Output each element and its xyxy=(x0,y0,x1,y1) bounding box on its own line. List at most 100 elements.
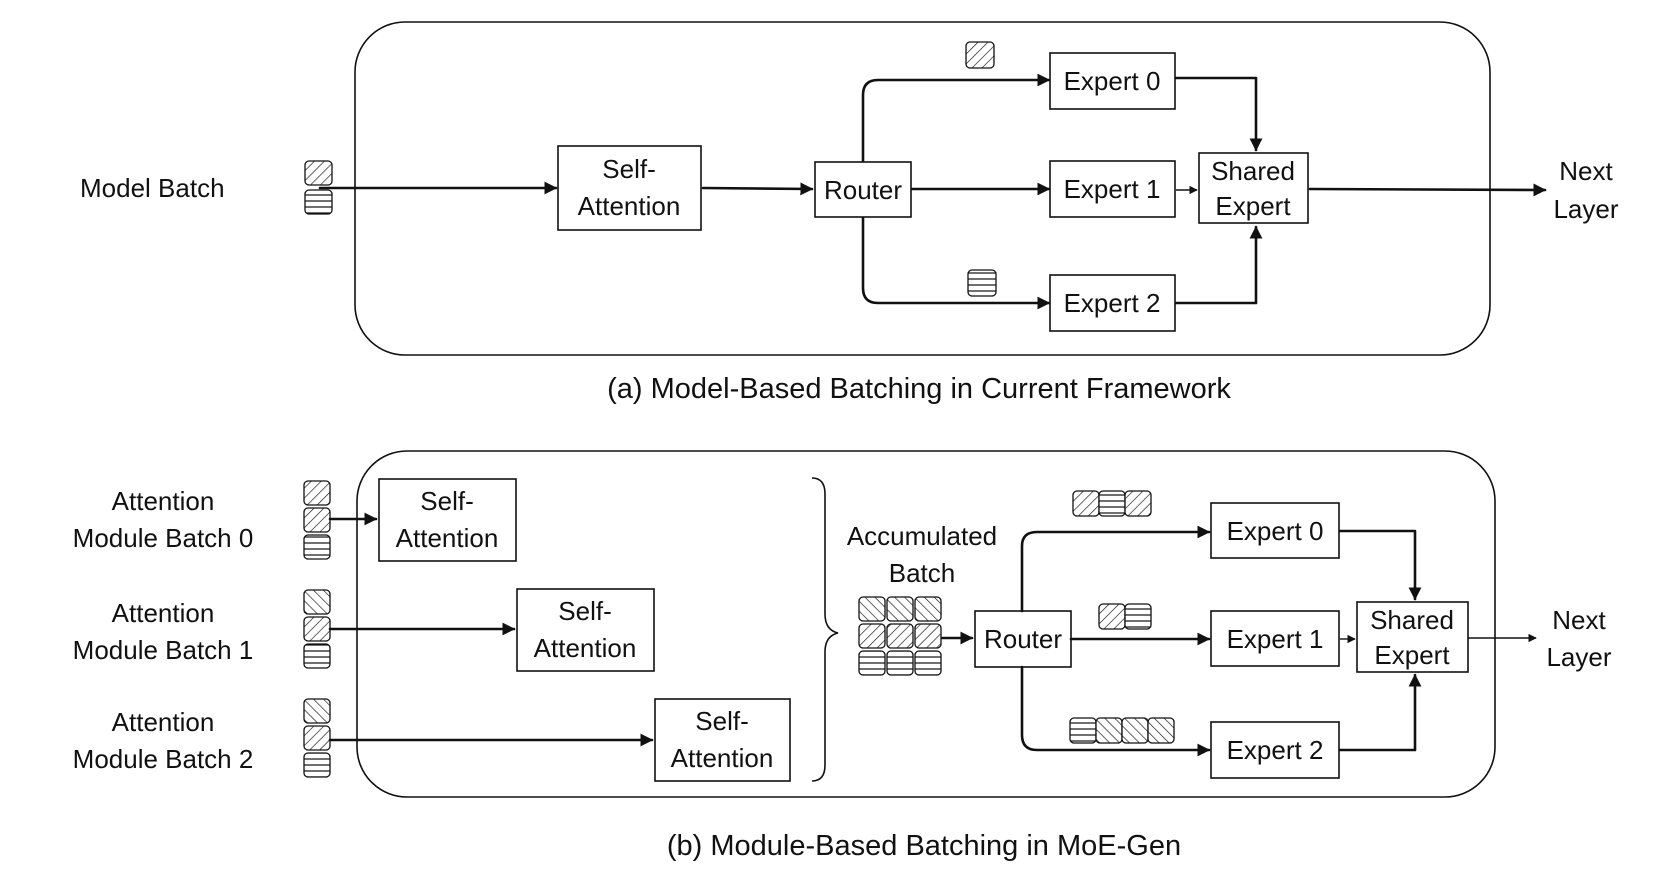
token-routed-expert0 xyxy=(965,41,995,69)
token-hatched xyxy=(1072,490,1100,517)
token-back-hatched xyxy=(1121,717,1149,744)
token-striped xyxy=(886,650,914,676)
batch0-label-line1: Attention xyxy=(112,486,215,516)
arrow-expert2-to-shared xyxy=(1174,225,1263,305)
token-striped xyxy=(303,534,331,560)
router-label: Router xyxy=(824,175,902,205)
token-hatched xyxy=(303,725,331,751)
self-attention-2-line2: Attention xyxy=(671,743,774,773)
router-label-b: Router xyxy=(984,624,1062,654)
token-hatched xyxy=(303,480,331,506)
panel-b-caption: (b) Module-Based Batching in MoE-Gen xyxy=(667,830,1181,862)
expert1-box xyxy=(1049,160,1176,218)
self-attention-label-line1: Self- xyxy=(602,154,655,184)
token-back-hatched xyxy=(303,589,331,615)
token-back-hatched xyxy=(303,698,331,724)
shared-expert-label-line1: Shared xyxy=(1211,156,1295,186)
self-attention-box-1 xyxy=(516,588,655,672)
token-hatched xyxy=(1098,603,1126,630)
expert0-label: Expert 0 xyxy=(1064,66,1161,96)
next-layer-label-line2: Layer xyxy=(1553,194,1618,224)
next-layer-b-line1: Next xyxy=(1552,605,1606,635)
shared-expert-box-b xyxy=(1356,601,1469,673)
batch2-label-line1: Attention xyxy=(112,707,215,737)
arrow-router-to-expert2 xyxy=(861,215,1051,310)
panel-a: Model Batch Self- Attention Router Exper… xyxy=(80,21,1619,405)
router-box xyxy=(814,161,912,218)
self-attention-2-line1: Self- xyxy=(695,706,748,736)
shared-expert-label-line2: Expert xyxy=(1215,191,1291,221)
arrow-expert0-to-shared xyxy=(1174,76,1263,152)
arrow-shared-to-next-layer xyxy=(1308,183,1547,197)
token-hatched xyxy=(303,616,331,642)
batch2-tokens xyxy=(303,698,331,778)
self-attention-1-line2: Attention xyxy=(534,633,637,663)
accumulated-batch-tokens xyxy=(858,596,942,676)
token-hatched xyxy=(886,623,914,649)
self-attention-box-2 xyxy=(654,698,791,782)
batch0-tokens xyxy=(303,480,331,560)
next-layer-label-line1: Next xyxy=(1559,156,1613,186)
batch1-tokens xyxy=(303,589,331,669)
token-back-hatched xyxy=(914,596,942,622)
self-attention-box-0 xyxy=(378,478,517,562)
batch0-label-line2: Module Batch 0 xyxy=(73,523,254,553)
expert2-label-b: Expert 2 xyxy=(1227,735,1324,765)
expert2-label: Expert 2 xyxy=(1064,288,1161,318)
token-hatched xyxy=(1124,490,1152,517)
token-striped xyxy=(303,643,331,669)
expert2-box-b xyxy=(1210,721,1340,779)
tokens-to-expert0 xyxy=(1072,490,1152,517)
token-back-hatched xyxy=(886,596,914,622)
arrow-expert0-to-shared-b xyxy=(1338,529,1422,601)
model-batch-tokens xyxy=(304,160,333,215)
token-striped xyxy=(858,650,886,676)
arrow-expert2-to-shared-b xyxy=(1338,673,1422,752)
expert0-box xyxy=(1049,52,1176,110)
token-striped xyxy=(303,752,331,778)
token-hatched xyxy=(914,623,942,649)
accumulated-batch-label-line1: Accumulated xyxy=(847,521,997,551)
self-attention-0-line2: Attention xyxy=(396,523,499,553)
expert0-box-b xyxy=(1210,502,1340,559)
token-hatched xyxy=(304,160,333,186)
token-back-hatched xyxy=(1095,717,1123,744)
accumulate-brace xyxy=(811,477,839,782)
arrow-attention-to-router xyxy=(701,182,814,196)
model-batch-label: Model Batch xyxy=(80,173,225,203)
token-striped xyxy=(914,650,942,676)
token-striped xyxy=(1098,490,1126,517)
panel-b: Attention Module Batch 0 Attention Modul… xyxy=(73,450,1612,862)
token-striped xyxy=(1069,717,1097,744)
token-back-hatched xyxy=(858,596,886,622)
self-attention-box xyxy=(557,145,702,231)
accumulated-batch-label-line2: Batch xyxy=(889,558,956,588)
arrow-router-to-expert2-b xyxy=(1020,665,1211,757)
token-routed-expert2 xyxy=(967,269,997,297)
shared-expert-box xyxy=(1198,152,1309,224)
batch2-label-line2: Module Batch 2 xyxy=(73,744,254,774)
self-attention-label-line2: Attention xyxy=(578,191,681,221)
arrow-router-to-expert0-b xyxy=(1020,525,1211,613)
token-striped xyxy=(304,189,333,215)
token-hatched xyxy=(858,623,886,649)
expert1-label: Expert 1 xyxy=(1064,174,1161,204)
arrow-router-to-expert0 xyxy=(861,73,1051,164)
self-attention-1-line1: Self- xyxy=(558,596,611,626)
tokens-to-expert1 xyxy=(1098,603,1152,630)
batch1-label-line2: Module Batch 1 xyxy=(73,635,254,665)
token-hatched xyxy=(303,507,331,533)
panel-a-caption: (a) Model-Based Batching in Current Fram… xyxy=(607,373,1231,405)
expert1-box-b xyxy=(1210,610,1340,667)
expert0-label-b: Expert 0 xyxy=(1227,516,1324,546)
panel-b-frame xyxy=(356,450,1496,798)
token-striped xyxy=(1124,603,1152,630)
batch1-label-line1: Attention xyxy=(112,598,215,628)
tokens-to-expert2 xyxy=(1069,717,1175,744)
token-back-hatched xyxy=(1147,717,1175,744)
expert2-box xyxy=(1049,274,1176,332)
shared-expert-b-line2: Expert xyxy=(1374,640,1450,670)
self-attention-0-line1: Self- xyxy=(420,486,473,516)
expert1-label-b: Expert 1 xyxy=(1227,624,1324,654)
